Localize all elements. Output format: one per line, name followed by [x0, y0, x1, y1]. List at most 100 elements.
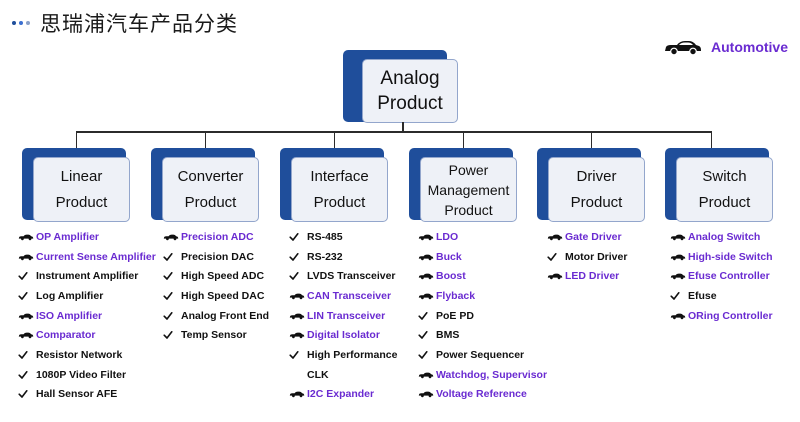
connector-drop [204, 131, 206, 148]
check-icon [163, 252, 181, 262]
list-item: Gate Driver [547, 227, 627, 247]
car-icon [418, 253, 436, 261]
car-icon [18, 312, 36, 320]
car-icon [670, 233, 688, 241]
list-item: CLK [289, 365, 397, 385]
item-label: Motor Driver [565, 250, 628, 263]
root-label-line: Product [377, 93, 443, 114]
item-label: LDO [436, 230, 459, 243]
item-label: ISO Amplifier [36, 309, 103, 322]
item-label: Log Amplifier [36, 289, 104, 302]
car-icon [289, 312, 307, 320]
list-item: 1080P Video Filter [18, 365, 156, 385]
category-label-line: Product [55, 193, 108, 211]
list-item: BMS [418, 325, 547, 345]
item-label: BMS [436, 329, 460, 342]
item-label: High Speed DAC [181, 289, 265, 302]
category-label-line: Power [448, 161, 489, 178]
car-icon [670, 272, 688, 280]
item-label: LED Driver [565, 270, 620, 283]
category-label-line: Switch [702, 167, 747, 185]
list-item: Digital Isolator [289, 325, 397, 345]
item-label: High Performance [307, 348, 398, 361]
list-item: Precision ADC [163, 227, 269, 247]
connector-drop [75, 131, 77, 148]
check-icon [163, 330, 181, 340]
item-label: High Speed ADC [181, 270, 265, 283]
item-label: Boost [436, 270, 466, 283]
item-label: PoE PD [436, 309, 474, 322]
car-icon [418, 390, 436, 398]
item-label: Efuse [688, 289, 717, 302]
list-item: Comparator [18, 325, 156, 345]
item-label: Efuse Controller [688, 270, 770, 283]
check-icon [163, 311, 181, 321]
list-item: LED Driver [547, 266, 627, 286]
item-label: Current Sense Amplifier [36, 250, 156, 263]
list-item: Buck [418, 247, 547, 267]
item-label: Instrument Amplifier [36, 270, 139, 283]
item-list-converter: Precision ADC Precision DAC High Speed ADC… [163, 227, 269, 345]
connector-drop [590, 131, 592, 148]
item-label: Comparator [36, 329, 96, 342]
list-item: ORing Controller [670, 306, 773, 326]
car-icon [670, 312, 688, 320]
item-label: CLK [307, 368, 329, 381]
car-icon [670, 253, 688, 261]
car-icon [547, 233, 565, 241]
list-item: Temp Sensor [163, 325, 269, 345]
item-label: CAN Transceiver [307, 289, 392, 302]
item-label: OP Amplifier [36, 230, 100, 243]
check-icon [289, 271, 307, 281]
item-label: Digital Isolator [307, 329, 380, 342]
category-label-line: Driver [576, 167, 617, 185]
list-item: Efuse Controller [670, 266, 773, 286]
car-icon [18, 331, 36, 339]
item-label: Power Sequencer [436, 348, 525, 361]
title-dot [12, 21, 16, 25]
check-icon [18, 291, 36, 301]
check-icon [163, 291, 181, 301]
list-item: Resistor Network [18, 345, 156, 365]
category-label-line: Product [184, 193, 237, 211]
list-item: Log Amplifier [18, 286, 156, 306]
list-item: Hall Sensor AFE [18, 385, 156, 405]
check-icon [18, 370, 36, 380]
list-item: Efuse [670, 286, 773, 306]
item-label: Voltage Reference [436, 388, 527, 401]
item-label: Precision ADC [181, 230, 254, 243]
list-item: High Performance [289, 345, 397, 365]
car-icon [163, 233, 181, 241]
category-label-line: Product [444, 201, 493, 218]
title-dot [26, 21, 30, 25]
category-label-line: Product [313, 193, 366, 211]
item-label: Gate Driver [565, 230, 622, 243]
category-label-line: Product [698, 193, 751, 211]
page-title: 思瑞浦汽车产品分类 [40, 12, 238, 36]
item-label: Precision DAC [181, 250, 254, 263]
list-item: Current Sense Amplifier [18, 247, 156, 267]
item-label: LVDS Transceiver [307, 270, 396, 283]
item-label: RS-485 [307, 230, 343, 243]
car-icon [665, 41, 701, 56]
connector-drop [710, 131, 712, 148]
list-item: LVDS Transceiver [289, 266, 397, 286]
root-box: Analog Product [362, 59, 458, 123]
item-label: 1080P Video Filter [36, 368, 127, 381]
car-icon [418, 272, 436, 280]
car-icon [18, 233, 36, 241]
check-icon [418, 311, 436, 321]
list-item: OP Amplifier [18, 227, 156, 247]
car-icon [547, 272, 565, 280]
car-icon [18, 253, 36, 261]
